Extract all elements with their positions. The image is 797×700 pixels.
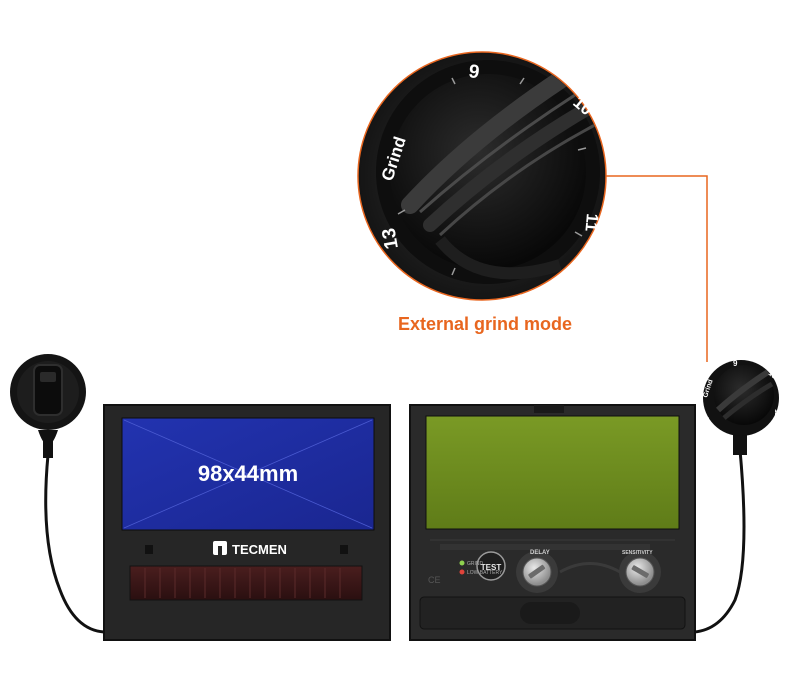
small-dial-label-13: 13 <box>701 415 712 426</box>
right-knob-assembly[interactable] <box>693 360 779 634</box>
grind-led-icon <box>459 560 465 566</box>
test-button[interactable] <box>476 551 506 581</box>
small-dial-label-9: 9 <box>733 359 738 368</box>
lens-size-label: 98x44mm <box>198 461 298 486</box>
battery-indicator-label: LOW BATTERY <box>467 570 503 576</box>
left-knob-assembly[interactable] <box>10 354 105 634</box>
delay-label: DELAY <box>530 550 550 556</box>
test-button-label[interactable]: TEST <box>481 563 502 572</box>
dial-label-13: 13 <box>379 226 403 250</box>
back-cartridge: CE <box>409 404 696 641</box>
dial-label-9: 9 <box>467 61 480 83</box>
zoom-caption: External grind mode <box>397 314 573 334</box>
ce-mark: CE <box>428 575 441 585</box>
small-dial-label-10: 10 <box>767 370 778 380</box>
connector-line <box>604 175 708 362</box>
large-dial <box>376 60 600 284</box>
sensitivity-label: SENSITIVITY <box>622 550 653 556</box>
small-dial-label-11: 11 <box>773 409 780 417</box>
battery-led-icon <box>459 569 465 575</box>
small-dial-label-12: 12 <box>748 433 760 445</box>
front-cartridge <box>103 404 391 641</box>
brand-label: TECMEN <box>232 542 287 557</box>
dial-label-11: 11 <box>581 213 601 233</box>
grind-indicator-label: GRIND <box>467 561 484 567</box>
